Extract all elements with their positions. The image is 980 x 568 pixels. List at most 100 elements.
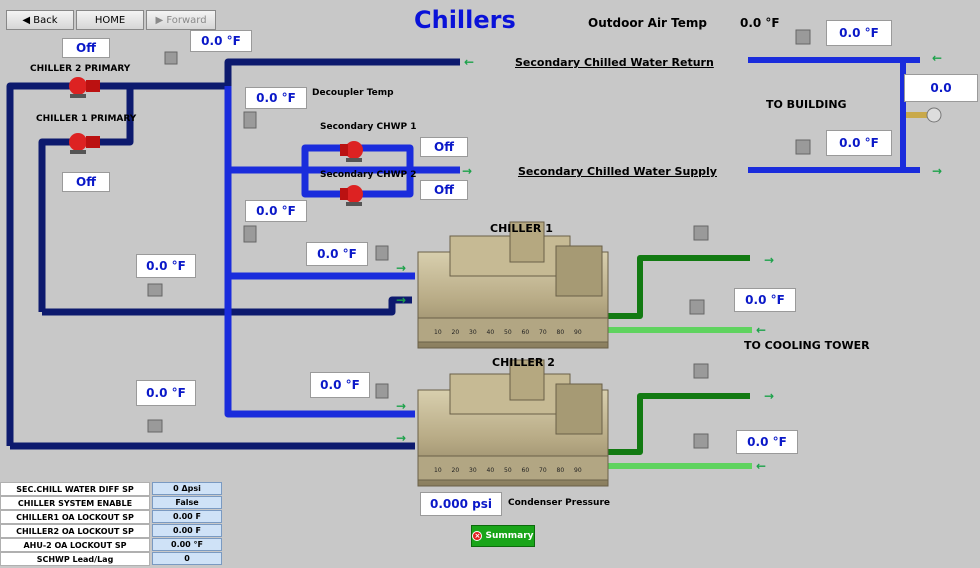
- pump-icon[interactable]: [69, 133, 100, 154]
- forward-button[interactable]: ▶ Forward: [146, 10, 216, 30]
- arrow-icon: →: [764, 389, 774, 403]
- chiller2-return-temp[interactable]: 0.0 °F: [136, 380, 196, 406]
- sensor-icon: [147, 283, 163, 297]
- gauge-tick-label: 30: [469, 467, 477, 474]
- chiller1-leaving-temp[interactable]: 0.0 °F: [306, 242, 368, 266]
- home-button[interactable]: HOME: [76, 10, 144, 30]
- setpoint-value[interactable]: 0: [152, 552, 222, 565]
- sensor-icon: [795, 139, 811, 155]
- sensor-icon: [164, 51, 178, 65]
- secondary-chwp2-label: Secondary CHWP 2: [320, 170, 417, 180]
- pump-icon[interactable]: [340, 185, 363, 206]
- sensor-icon: [693, 433, 709, 449]
- arrow-icon: →: [932, 164, 942, 178]
- chiller2-primary-label: CHILLER 2 PRIMARY: [30, 64, 131, 74]
- secondary-supply-temp[interactable]: 0.0 °F: [245, 200, 307, 222]
- sensor-icon: [243, 111, 257, 129]
- gauge-tick-label: 80: [557, 467, 565, 474]
- sensor-icon: [693, 225, 709, 241]
- chiller2-primary-status[interactable]: Off: [62, 38, 110, 58]
- setpoint-label: SCHWP Lead/Lag: [0, 552, 150, 566]
- chiller1-primary-status[interactable]: Off: [62, 172, 110, 192]
- to-cooling-tower-label: TO COOLING TOWER: [744, 339, 870, 352]
- setpoint-label: CHILLER2 OA LOCKOUT SP: [0, 524, 150, 538]
- gauge-tick-label: 80: [557, 329, 565, 336]
- decoupler-temp[interactable]: 0.0 °F: [245, 87, 307, 109]
- flow-arrows: ← → ← → → → → → → ← → ←: [396, 51, 942, 473]
- arrow-icon: →: [396, 261, 406, 275]
- setpoint-value[interactable]: 0 Δpsi: [152, 482, 222, 495]
- gauge-tick-label: 30: [469, 329, 477, 336]
- secondary-supply-label: Secondary Chilled Water Supply: [518, 165, 717, 178]
- arrow-icon: →: [764, 253, 774, 267]
- condenser-piping: [604, 255, 752, 469]
- decoupler-label: Decoupler Temp: [312, 88, 394, 98]
- condenser-pressure-label: Condenser Pressure: [508, 498, 610, 508]
- sensor-icons: [147, 29, 811, 449]
- arrow-icon: →: [396, 399, 406, 413]
- chiller1-return-temp[interactable]: 0.0 °F: [136, 254, 196, 278]
- sensor-icon: [795, 29, 811, 45]
- setpoint-label: AHU-2 OA LOCKOUT SP: [0, 538, 150, 552]
- page-title: Chillers: [414, 6, 516, 34]
- summary-button[interactable]: × Summary: [471, 525, 535, 547]
- gauge-tick-label: 20: [452, 467, 460, 474]
- setpoint-value[interactable]: False: [152, 496, 222, 509]
- building-piping: [748, 57, 920, 173]
- gauge-tick-label: 90: [574, 467, 582, 474]
- chiller-2-unit[interactable]: [417, 359, 609, 487]
- arrow-icon: →: [462, 164, 472, 178]
- sensor-icon: [693, 363, 709, 379]
- building-pressure-value[interactable]: 0.0: [904, 74, 978, 102]
- condenser-pressure-value[interactable]: 0.000 psi: [420, 492, 502, 516]
- building-supply-temp[interactable]: 0.0 °F: [826, 130, 892, 156]
- building-return-temp[interactable]: 0.0 °F: [826, 20, 892, 46]
- gauge-tick-label: 40: [487, 329, 495, 336]
- chiller1-primary-label: CHILLER 1 PRIMARY: [36, 114, 137, 124]
- sensor-icon: [243, 225, 257, 243]
- gauge-tick-label: 60: [522, 467, 530, 474]
- gauge-tick-label: 60: [522, 329, 530, 336]
- setpoint-value[interactable]: 0.00 F: [152, 510, 222, 523]
- sensor-icon: [689, 299, 705, 315]
- secondary-chwp2-status[interactable]: Off: [420, 180, 468, 200]
- sensor-icon: [147, 419, 163, 433]
- chiller2-leaving-temp[interactable]: 0.0 °F: [310, 372, 370, 398]
- cooling-tower-2-temp[interactable]: 0.0 °F: [736, 430, 798, 454]
- gauge-tick-label: 90: [574, 329, 582, 336]
- pump-icon[interactable]: [69, 77, 100, 98]
- gauge-tick-label: 20: [452, 329, 460, 336]
- primary-supply-temp[interactable]: 0.0 °F: [190, 30, 252, 52]
- gauge-tick-label: 40: [487, 467, 495, 474]
- arrow-icon: →: [396, 293, 406, 307]
- cooling-tower-1-temp[interactable]: 0.0 °F: [734, 288, 796, 312]
- gauge-tick-label: 10: [434, 329, 442, 336]
- arrow-icon: ←: [756, 323, 766, 337]
- gauge-tick-label: 50: [504, 467, 512, 474]
- back-button[interactable]: ◀ Back: [6, 10, 74, 30]
- gauge-tick-label: 10: [434, 467, 442, 474]
- sensor-icon: [375, 245, 389, 261]
- chiller-1-unit[interactable]: [417, 221, 609, 349]
- secondary-chwp1-status[interactable]: Off: [420, 137, 468, 157]
- sensor-icon: [375, 383, 389, 399]
- arrow-icon: ←: [756, 459, 766, 473]
- close-icon: ×: [472, 531, 483, 541]
- chiller2-title: CHILLER 2: [492, 356, 555, 369]
- setpoint-label: CHILLER SYSTEM ENABLE: [0, 496, 150, 510]
- setpoint-value[interactable]: 0.00 F: [152, 524, 222, 537]
- setpoint-value[interactable]: 0.00 °F: [152, 538, 222, 551]
- setpoint-label: CHILLER1 OA LOCKOUT SP: [0, 510, 150, 524]
- arrow-icon: ←: [932, 51, 942, 65]
- pump-icon[interactable]: [340, 141, 363, 162]
- secondary-return-label: Secondary Chilled Water Return: [515, 56, 714, 69]
- secondary-chwp1-label: Secondary CHWP 1: [320, 122, 417, 132]
